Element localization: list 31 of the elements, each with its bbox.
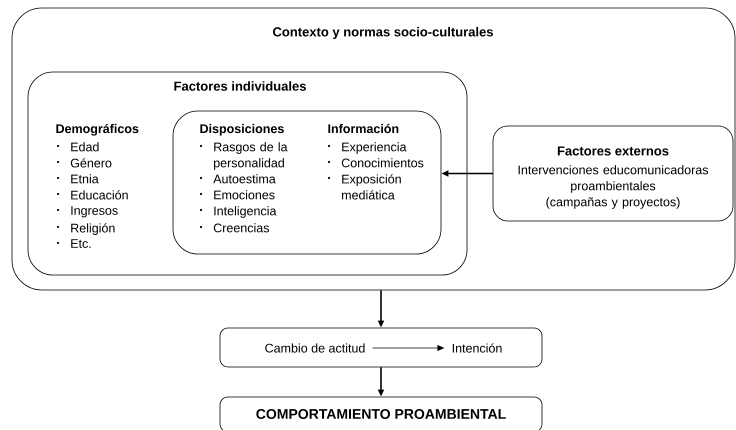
heading: COMPORTAMIENTO PROAMBIENTAL: [256, 409, 506, 419]
column-heading: Información: [328, 124, 398, 134]
bullet-item: Educación: [56, 190, 128, 200]
process-box: [220, 328, 542, 368]
group-box: [28, 72, 468, 276]
context-box: [12, 8, 736, 290]
bullet-item: Etnia: [56, 174, 99, 184]
group-box: [172, 110, 442, 254]
bullet-item: Etc.: [56, 239, 91, 248]
label-text: Cambio de actitud: [265, 343, 365, 353]
heading: Factores individuales: [174, 81, 306, 91]
column-heading: Disposiciones: [200, 124, 284, 136]
result-box: [220, 396, 542, 430]
column-heading: Demográficos: [56, 124, 138, 136]
bullet-item: Emociones: [200, 190, 275, 200]
bullet-item: Conocimientos: [328, 158, 424, 168]
bullet-item: Ingresos: [56, 206, 118, 218]
factor-box: [492, 126, 734, 222]
heading: Contexto y normas socio-culturales: [273, 26, 493, 40]
bullet-item: Religión: [56, 223, 115, 235]
bullet-item: Creencias: [200, 223, 270, 232]
heading: Factores externos: [558, 146, 668, 156]
description-text: Intervenciones educomunicadoras proambientales (campañas y proyectos): [518, 165, 708, 209]
bullet-item: Edad: [56, 142, 99, 152]
bullet-item: Experiencia: [328, 142, 406, 154]
bullet-item: Rasgos de la personalidad: [200, 142, 288, 170]
bullet-item: Género: [56, 158, 112, 168]
bullet-item: Autoestima: [200, 174, 276, 184]
label-text: Intención: [452, 343, 502, 353]
bullet-item: Exposición mediática: [328, 174, 401, 200]
bullet-item: Inteligencia: [200, 206, 276, 218]
